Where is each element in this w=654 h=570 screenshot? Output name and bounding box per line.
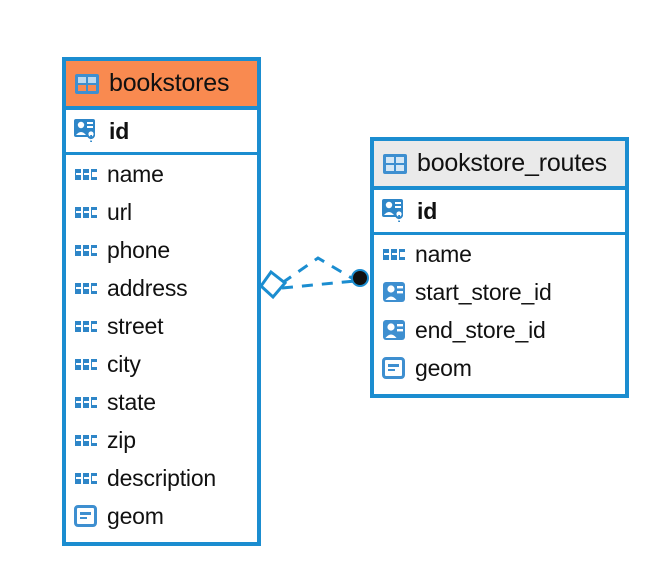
field-label-geom: geom [415,354,472,381]
field-label-start-store-id: start_store_id [415,278,552,305]
field-row-url[interactable]: url [66,193,257,231]
field-label-zip: zip [107,426,136,453]
relationship-line-lower [281,279,356,290]
foreign-key-icon [382,280,407,304]
primary-key-icon [382,198,409,224]
table-icon [74,73,100,95]
field-label-end-store-id: end_store_id [415,316,546,343]
field-label-state: state [107,388,156,415]
field-row-end-store-id[interactable]: end_store_id [374,311,625,349]
text-abc-icon [74,244,99,257]
field-label-id: id [109,117,130,144]
entity-title-bookstore-routes: bookstore_routes [417,149,607,177]
entity-title-bookstores: bookstores [109,69,230,97]
text-abc-icon [74,358,99,371]
text-abc-icon [74,168,99,181]
entity-header-bookstore-routes[interactable]: bookstore_routes [374,141,625,190]
field-row-address[interactable]: address [66,269,257,307]
field-label-city: city [107,350,141,377]
field-row-phone[interactable]: phone [66,231,257,269]
relationship-diamond-endpoint-icon [259,269,288,300]
field-label-description: description [107,464,217,491]
table-icon [382,153,408,175]
text-abc-icon [74,396,99,409]
field-row-city[interactable]: city [66,345,257,383]
field-row-start-store-id[interactable]: start_store_id [374,273,625,311]
relationship-line-upper [281,256,356,285]
field-label-url: url [107,198,132,225]
field-list-bookstore-routes: id name [374,190,625,387]
field-label-name: name [107,160,164,187]
field-row-street[interactable]: street [66,307,257,345]
field-row-id[interactable]: id [66,110,257,155]
geometry-icon [382,356,407,380]
entity-header-bookstores[interactable]: bookstores [66,61,257,110]
field-label-name: name [415,240,472,267]
field-row-geom[interactable]: geom [66,497,257,535]
primary-key-icon [74,118,101,144]
text-abc-icon [74,472,99,485]
text-abc-icon [382,248,407,261]
field-row-geom[interactable]: geom [374,349,625,387]
field-row-zip[interactable]: zip [66,421,257,459]
relationship-circle-endpoint-icon [351,269,369,287]
geometry-icon [74,504,99,528]
text-abc-icon [74,282,99,295]
field-list-bookstores: id name [66,110,257,535]
field-label-street: street [107,312,164,339]
field-row-id[interactable]: id [374,190,625,235]
field-label-address: address [107,274,188,301]
field-row-state[interactable]: state [66,383,257,421]
entity-table-bookstores[interactable]: bookstores id [62,57,261,546]
field-row-name[interactable]: name [374,235,625,273]
text-abc-icon [74,434,99,447]
field-row-name[interactable]: name [66,155,257,193]
text-abc-icon [74,320,99,333]
field-row-description[interactable]: description [66,459,257,497]
entity-table-bookstore-routes[interactable]: bookstore_routes [370,137,629,398]
text-abc-icon [74,206,99,219]
field-label-id: id [417,197,438,224]
field-label-phone: phone [107,236,170,263]
field-label-geom: geom [107,502,164,529]
foreign-key-icon [382,318,407,342]
